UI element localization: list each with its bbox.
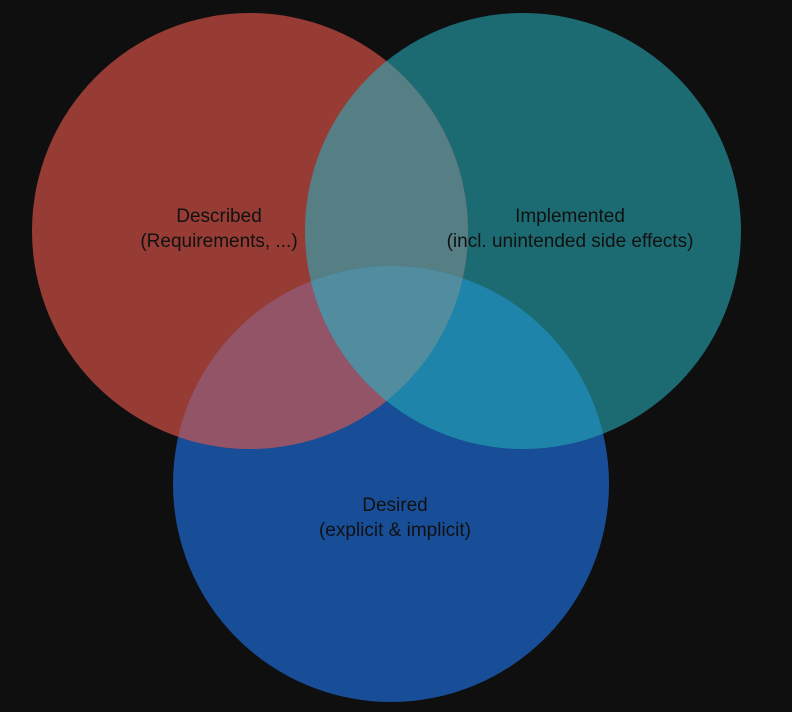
described-subtitle: (Requirements, ...) <box>140 231 297 252</box>
desired-subtitle: (explicit & implicit) <box>319 520 471 541</box>
described-title: Described <box>176 206 262 227</box>
overlap-described-desired <box>173 266 468 449</box>
implemented-title: Implemented <box>515 206 625 227</box>
desired-title: Desired <box>362 495 427 516</box>
implemented-subtitle: (incl. unintended side effects) <box>447 231 694 252</box>
overlap-implemented-desired <box>305 266 609 449</box>
